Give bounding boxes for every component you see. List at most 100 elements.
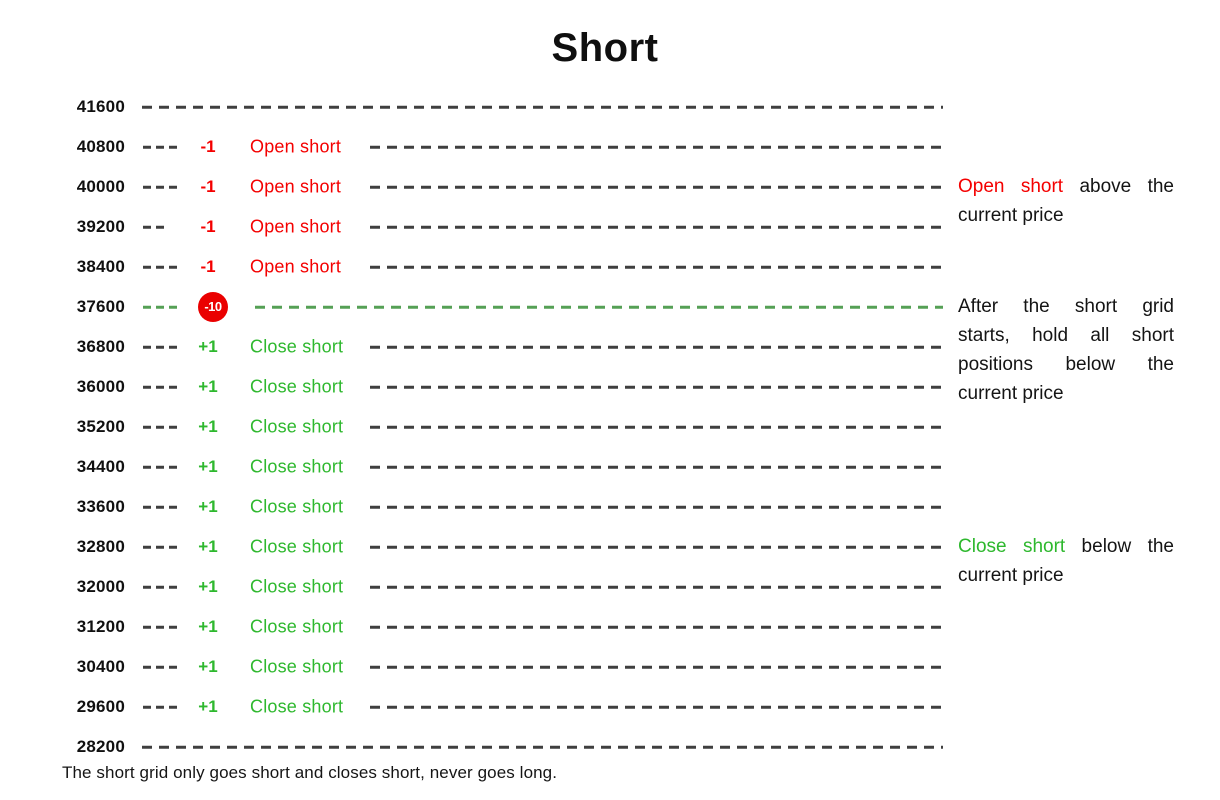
grid-level-line (255, 305, 943, 309)
grid-level-line (370, 425, 943, 429)
price-row-36800: 36800 +1 Close short (0, 327, 1220, 367)
action-label: Close short (250, 616, 344, 637)
annotation-text-segment: current price (958, 205, 1064, 226)
price-row-37600: 37600-10 (0, 287, 1220, 327)
price-label: 30400 (76, 657, 125, 676)
short-dash-segment (143, 505, 177, 509)
price-row-34400: 34400 +1 Close short (0, 447, 1220, 487)
price-label: 32000 (76, 577, 125, 596)
short-dash-segment (143, 425, 177, 429)
price-label: 36800 (76, 337, 125, 356)
price-label: 41600 (76, 97, 125, 116)
annotation-text-segment: below the (1065, 536, 1174, 557)
short-dash-segment (143, 705, 177, 709)
grid-level-line (370, 225, 943, 229)
short-dash-segment (143, 345, 177, 349)
signal-label: +1 (198, 417, 218, 436)
short-dash-segment (143, 305, 177, 309)
price-label: 28200 (76, 737, 125, 756)
grid-level-line (370, 505, 943, 509)
price-label: 37600 (76, 297, 125, 316)
signal-label: +1 (198, 497, 218, 516)
price-row-39200: 39200 -1 Open short (0, 207, 1220, 247)
annotation-line: current price (958, 561, 1174, 590)
price-row-40000: 40000 -1 Open short (0, 167, 1220, 207)
short-dash-segment (143, 185, 177, 189)
action-label: Close short (250, 696, 344, 717)
price-row-31200: 31200 +1 Close short (0, 607, 1220, 647)
signal-label: +1 (198, 377, 218, 396)
price-row-30400: 30400 +1 Close short (0, 647, 1220, 687)
annotation-hold-positions: After the short grid starts, hold all sho… (958, 292, 1174, 408)
signal-label: +1 (198, 617, 218, 636)
grid-level-line (370, 465, 943, 469)
annotation-text-segment: current price (958, 565, 1064, 586)
price-label: 40800 (76, 137, 125, 156)
annotation-line: Open short above the (958, 172, 1174, 201)
action-label: Close short (250, 576, 344, 597)
signal-label: +1 (198, 697, 218, 716)
short-dash-segment (143, 585, 177, 589)
price-row-36000: 36000 +1 Close short (0, 367, 1220, 407)
grid-level-line (142, 745, 943, 749)
grid-level-line (370, 545, 943, 549)
page-title: Short (551, 26, 659, 70)
price-label: 31200 (76, 617, 125, 636)
action-label: Close short (250, 656, 344, 677)
price-label: 38400 (76, 257, 125, 276)
short-dash-segment (143, 225, 164, 229)
action-label: Open short (250, 256, 342, 277)
price-label: 40000 (76, 177, 125, 196)
action-label: Close short (250, 336, 344, 357)
short-dash-segment (143, 385, 177, 389)
annotation-open-short: Open short above the current price (958, 172, 1174, 230)
action-label: Close short (250, 376, 344, 397)
price-row-41600: 41600 (0, 87, 1220, 127)
action-label: Close short (250, 496, 344, 517)
price-label: 29600 (76, 697, 125, 716)
annotation-line: After the short grid (958, 292, 1174, 321)
price-label: 36000 (76, 377, 125, 396)
signal-label: -1 (200, 177, 216, 196)
action-label: Open short (250, 216, 342, 237)
footer-note: The short grid only goes short and close… (62, 763, 558, 782)
annotation-line: Close short below the (958, 532, 1174, 561)
short-dash-segment (143, 665, 177, 669)
action-label: Close short (250, 456, 344, 477)
signal-label: +1 (198, 657, 218, 676)
signal-label: +1 (198, 337, 218, 356)
price-label: 34400 (76, 457, 125, 476)
short-dash-segment (143, 465, 177, 469)
short-dash-segment (143, 545, 177, 549)
action-label: Close short (250, 416, 344, 437)
annotation-line: current price (958, 379, 1174, 408)
grid-level-line (370, 345, 943, 349)
signal-label: -1 (200, 137, 216, 156)
short-dash-segment (143, 265, 177, 269)
annotation-line: positions below the (958, 350, 1174, 379)
grid-level-line (370, 665, 943, 669)
price-label: 32800 (76, 537, 125, 556)
grid-level-line (370, 265, 943, 269)
signal-label: -1 (200, 257, 216, 276)
signal-label: -1 (200, 217, 216, 236)
annotation-text-segment: current price (958, 383, 1064, 404)
annotation-line: starts, hold all short (958, 321, 1174, 350)
short-dash-segment (143, 145, 177, 149)
annotation-text-segment: Close short (958, 536, 1066, 557)
action-label: Open short (250, 176, 342, 197)
price-row-28200: 28200 (0, 727, 1220, 767)
annotation-text-segment: starts, hold all short (958, 325, 1174, 346)
grid-level-line (142, 105, 943, 109)
signal-label: +1 (198, 457, 218, 476)
price-label: 39200 (76, 217, 125, 236)
price-row-29600: 29600 +1 Close short (0, 687, 1220, 727)
grid-level-line (370, 585, 943, 589)
